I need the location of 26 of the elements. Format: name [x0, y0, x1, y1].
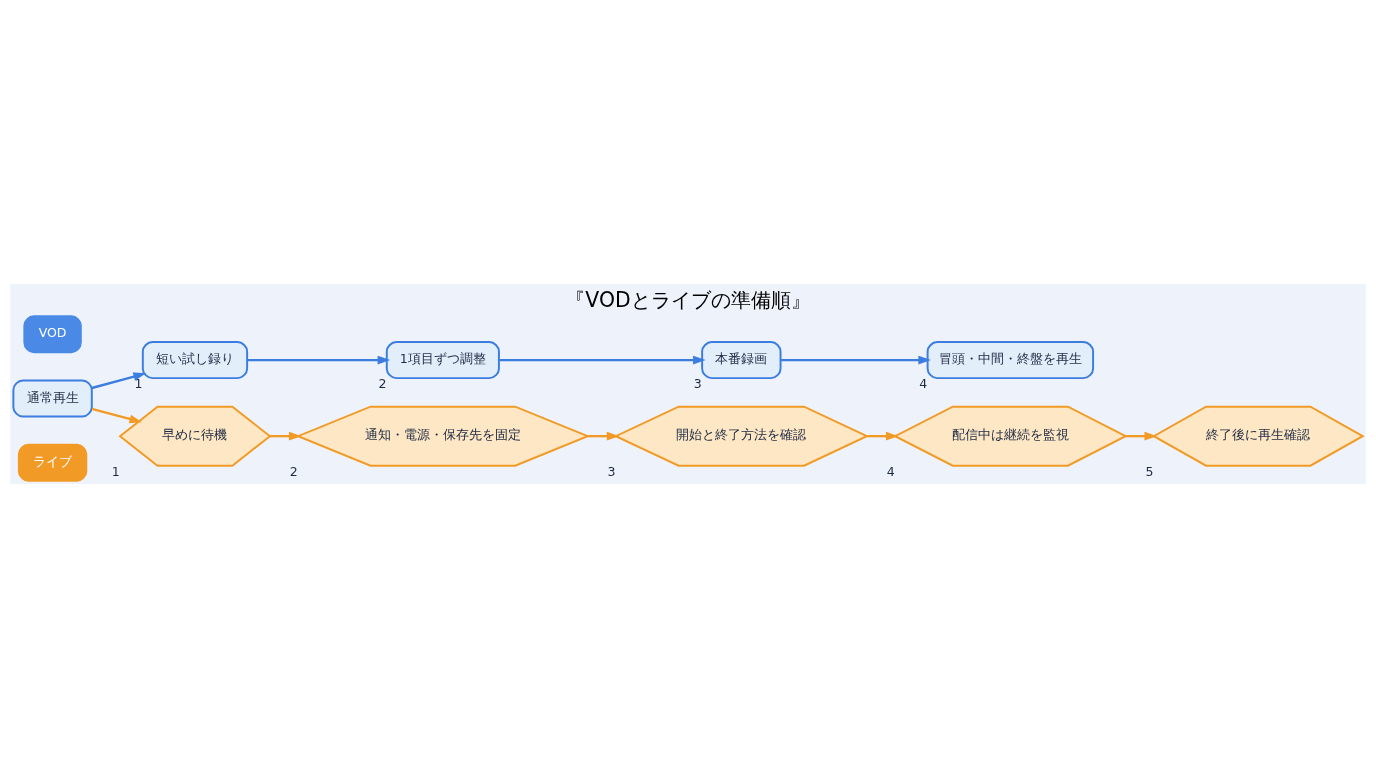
node-box: 短い試し録り	[141, 341, 249, 380]
arrow	[91, 372, 146, 390]
arrow	[1125, 431, 1158, 441]
node-label: 1	[134, 376, 143, 392]
node-label: 3	[693, 376, 702, 392]
node-label: 1	[111, 463, 120, 479]
arrow	[867, 431, 899, 441]
diagram-title: 『VODとライブの準備順』	[565, 287, 811, 312]
node-label: 4	[919, 376, 928, 392]
node-label: 2	[289, 463, 298, 479]
node-box: ライブ	[17, 443, 88, 482]
arrow	[587, 431, 620, 441]
arrow	[780, 355, 931, 365]
node-box: 本番録画	[701, 341, 782, 380]
node-box: 冒頭・中間・終盤を再生	[926, 341, 1095, 380]
node-box: 通常再生	[12, 379, 93, 418]
node-label: 5	[1145, 463, 1154, 479]
node-box: VOD	[23, 315, 82, 354]
node-label: 2	[378, 376, 387, 392]
node-label: 3	[607, 463, 616, 479]
node-label: 4	[886, 463, 895, 479]
arrow	[270, 431, 302, 441]
arrow	[91, 407, 143, 424]
arrow	[499, 355, 706, 365]
node-box: 1項目ずつ調整	[385, 341, 500, 380]
arrow	[247, 355, 391, 365]
